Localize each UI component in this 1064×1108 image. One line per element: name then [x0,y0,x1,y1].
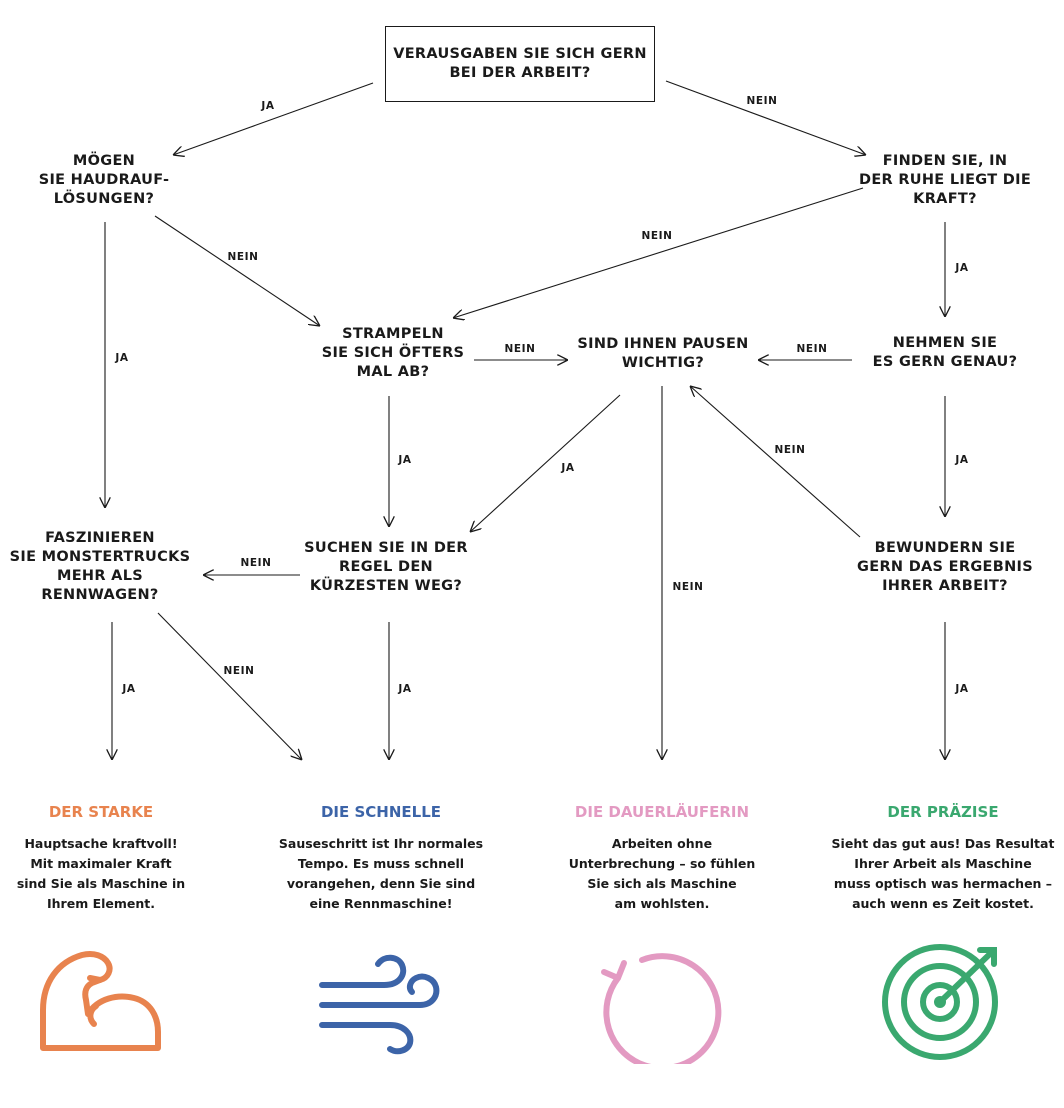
question-strampeln-line: MAL AB? [356,364,430,380]
arrow-start-to-ruhe [665,80,866,155]
question-ruhe-line: KRAFT? [913,191,977,207]
edge-label-nein: NEIN [504,343,536,355]
edge-label-ja: JA [955,683,969,695]
result-text-line: Sauseschritt ist Ihr normales [278,836,484,851]
question-pausen-line: SIND IHNEN PAUSEN [577,336,749,352]
question-monstertrucks: FASZINIEREN SIE MONSTERTRUCKS MEHR ALS R… [10,529,191,605]
question-ergebnis-line: IHRER ARBEIT? [882,578,1008,594]
result-text-line: Unterbrechung – so fühlen [568,856,756,871]
loop-arrow-icon [601,953,722,1064]
arrow-ruhe-to-strampeln [453,187,864,318]
edge-label-ja: JA [115,352,129,364]
question-strampeln-line: STRAMPELN [342,326,444,342]
edge-label-nein: NEIN [796,343,828,355]
edge-label-ja: JA [955,262,969,274]
arrow-start-to-haudrauf [173,82,374,155]
wind-icon [319,954,440,1055]
question-ruhe-line: DER RUHE LIEGT DIE [858,172,1032,188]
result-text-praezise: Sieht das gut aus! Das Resultat Ihrer Ar… [832,834,1055,914]
flexed-arm-icon [40,951,161,1051]
result-text-line: Sieht das gut aus! Das Resultat [831,836,1055,851]
question-monstertrucks-line: RENNWAGEN? [41,587,159,603]
result-text-line: Hauptsache kraftvoll! [24,836,178,851]
question-kuerzester-line: REGEL DEN [339,559,433,575]
result-title-schnelle: DIE SCHNELLE [320,803,442,821]
edge-label-ja: JA [122,683,136,695]
result-text-line: Ihrem Element. [47,896,155,911]
edge-label-nein: NEIN [240,557,272,569]
result-text-starke: Hauptsache kraftvoll! Mit maximaler Kraf… [17,834,185,914]
edge-label-nein: NEIN [641,230,673,242]
start-question-line-1: VERAUSGABEN SIE SICH GERN [393,46,647,62]
result-text-line: Tempo. Es muss schnell [297,856,465,871]
arrow-monstertrucks-to-schnelle [157,612,302,760]
question-ruhe: FINDEN SIE, IN DER RUHE LIEGT DIE KRAFT? [859,152,1031,209]
question-ruhe-line: FINDEN SIE, IN [882,153,1008,169]
question-strampeln: STRAMPELN SIE SICH ÖFTERS MAL AB? [322,325,465,382]
result-title-starke: DER STARKE [48,803,154,821]
arrow-ergebnis-to-pausen [690,386,861,538]
edge-label-nein: NEIN [223,665,255,677]
edge-label-nein: NEIN [227,251,259,263]
edge-label-nein: NEIN [672,581,704,593]
question-haudrauf-line: SIE HAUDRAUF- [38,172,170,188]
result-text-line: vorangehen, denn Sie sind [286,876,476,891]
question-ergebnis: BEWUNDERN SIE GERN DAS ERGEBNIS IHRER AR… [857,539,1033,596]
question-kuerzester-weg: SUCHEN SIE IN DER REGEL DEN KÜRZESTEN WE… [304,539,468,596]
question-kuerzester-line: KÜRZESTEN WEG? [309,578,463,594]
result-text-schnelle: Sauseschritt ist Ihr normales Tempo. Es … [279,834,483,914]
question-monstertrucks-line: FASZINIEREN [45,530,155,546]
arrow-pausen-to-kuerzester [470,394,621,532]
result-text-line: eine Rennmaschine! [309,896,453,911]
question-haudrauf: MÖGEN SIE HAUDRAUF- LÖSUNGEN? [39,152,170,209]
result-text-line: auch wenn es Zeit kostet. [852,896,1034,911]
result-title-dauerlaeuferin: DIE DAUERLÄUFERIN [574,803,750,821]
start-question-box: VERAUSGABEN SIE SICH GERN BEI DER ARBEIT… [385,26,655,102]
result-text-line: Sie sich als Maschine [587,876,737,891]
question-pausen: SIND IHNEN PAUSEN WICHTIG? [577,335,748,373]
question-ergebnis-line: BEWUNDERN SIE [874,540,1016,556]
edge-label-ja: JA [261,100,275,112]
result-text-line: muss optisch was hermachen – [833,876,1053,891]
start-question-line-2: BEI DER ARBEIT? [449,65,591,81]
edge-label-ja: JA [561,462,575,474]
question-strampeln-line: SIE SICH ÖFTERS [321,345,465,361]
question-haudrauf-line: LÖSUNGEN? [53,191,155,207]
result-text-line: Mit maximaler Kraft [30,856,172,871]
result-title-praezise: DER PRÄZISE [887,803,999,821]
question-monstertrucks-line: SIE MONSTERTRUCKS [9,549,191,565]
target-icon [882,944,998,1060]
edge-label-nein: NEIN [746,95,778,107]
arrow-haudrauf-to-strampeln [154,215,320,326]
edge-label-ja: JA [955,454,969,466]
question-monstertrucks-line: MEHR ALS [57,568,143,584]
question-genau-line: NEHMEN SIE [892,335,998,351]
edge-label-ja: JA [398,683,412,695]
edge-label-nein: NEIN [774,444,806,456]
result-text-line: Arbeiten ohne [611,836,713,851]
result-text-dauerlaeuferin: Arbeiten ohne Unterbrechung – so fühlen … [569,834,756,914]
question-genau-line: ES GERN GENAU? [872,354,1018,370]
question-haudrauf-line: MÖGEN [72,153,136,169]
question-ergebnis-line: GERN DAS ERGEBNIS [857,559,1033,575]
question-genau: NEHMEN SIE ES GERN GENAU? [873,334,1018,372]
result-text-line: am wohlsten. [614,896,710,911]
edge-label-ja: JA [398,454,412,466]
question-pausen-line: WICHTIG? [621,355,705,371]
result-text-line: sind Sie als Maschine in [16,876,186,891]
result-text-line: Ihrer Arbeit als Maschine [854,856,1032,871]
question-kuerzester-line: SUCHEN SIE IN DER [304,540,468,556]
